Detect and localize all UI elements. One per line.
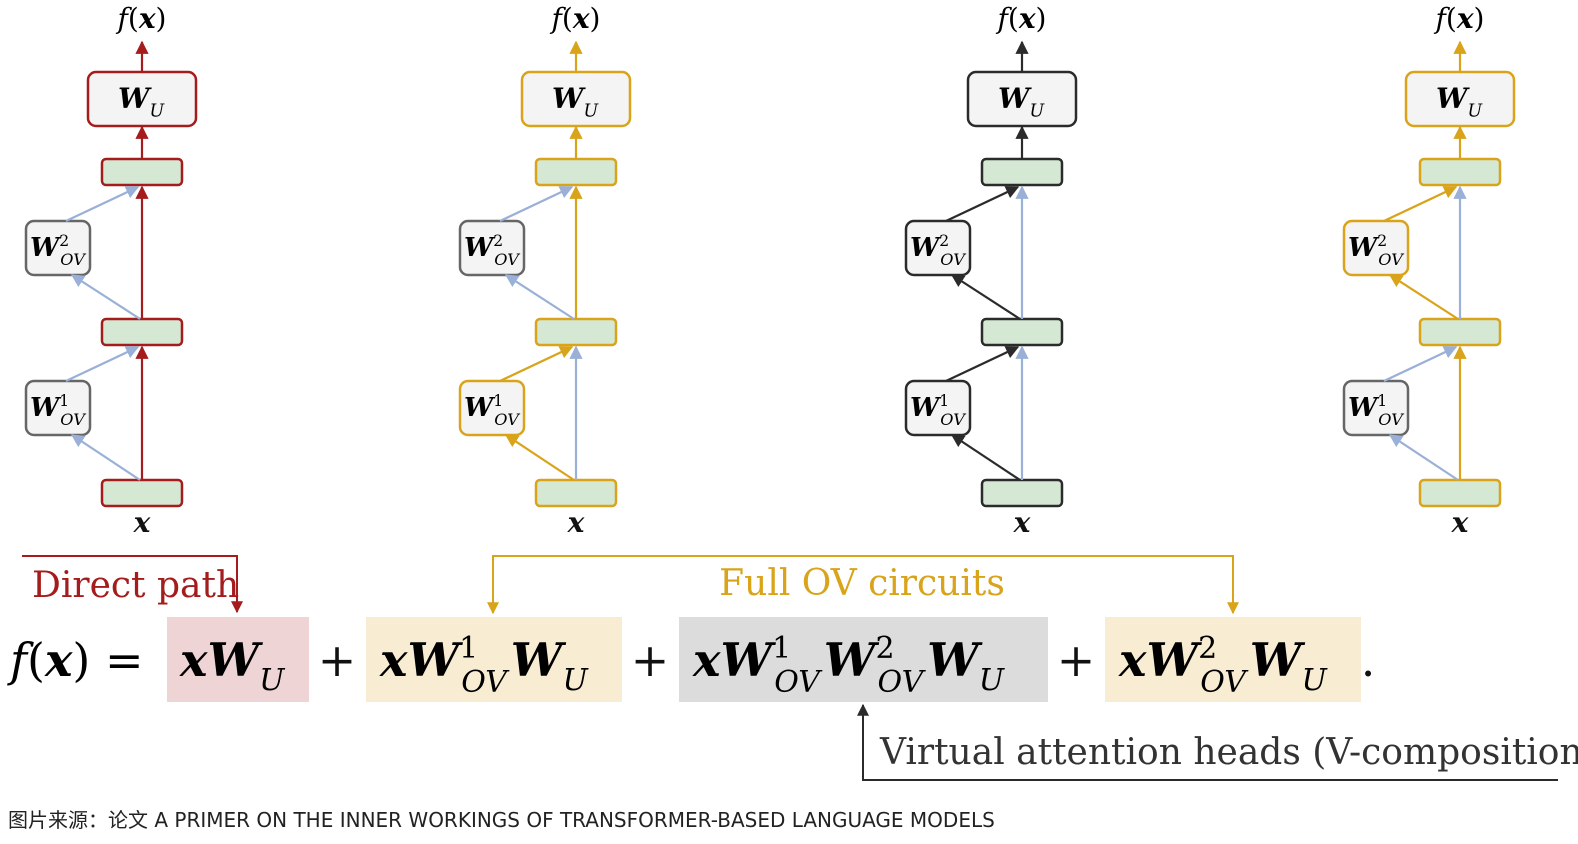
head1-write-arrow [945,346,1020,382]
head-ov2-box [1342,219,1410,277]
residual-block-mid [534,317,618,347]
residual-block-input [980,478,1064,508]
input-label: x [1013,506,1031,539]
residual-block-input [1418,478,1502,508]
direct-path-label: Direct path [32,565,239,606]
plus-3: + [1057,633,1096,687]
head1-read-arrow [504,434,575,481]
image-caption: 图片来源：论文 A PRIMER ON THE INNER WORKINGS O… [8,808,995,832]
residual-block-top [1418,157,1502,187]
input-label: x [133,506,151,539]
head-ov1-box [1342,379,1410,437]
residual-block-input [100,478,184,508]
head-ov2-box [904,219,972,277]
residual-block-mid [100,317,184,347]
residual-block-input [534,478,618,508]
direct-path-bracket [22,555,243,614]
output-label: f(x) [550,2,601,35]
full-ov-label: Full OV circuits [719,563,1005,604]
unembedding-label: WU [552,82,599,121]
output-label: f(x) [996,2,1047,35]
head-ov2-box [458,219,526,277]
head1-read-arrow [1388,434,1459,481]
unembedding-label: WU [1436,82,1483,121]
head2-read-arrow [1388,274,1459,320]
unembedding-label: WU [118,82,165,121]
term-ov2-bg [1105,617,1361,702]
term-direct-bg [167,617,309,702]
output-label: f(x) [1434,2,1485,35]
head2-write-arrow [945,186,1020,222]
head-ov1-box [24,379,92,437]
equation-period: . [1361,633,1376,687]
residual-block-top [100,157,184,187]
term-ov1-bg [366,617,622,702]
residual-block-top [534,157,618,187]
term-direct: xWU [179,633,286,698]
equation-lhs: f(x) = [7,633,144,687]
full-ov-bracket [492,555,1234,612]
head1-read-arrow [70,434,141,481]
residual-block-mid [980,317,1064,347]
input-label: x [567,506,585,539]
residual-block-mid [1418,317,1502,347]
unembedding-label: WU [998,82,1045,121]
head2-read-arrow [504,274,575,320]
head1-read-arrow [950,434,1021,481]
head2-write-arrow [1383,186,1458,222]
plus-2: + [631,633,670,687]
head-ov1-box [458,379,526,437]
plus-1: + [318,633,357,687]
term-virtual-bg [679,617,1048,702]
head1-write-arrow [65,346,140,382]
virtual-heads-bracket [857,703,1558,781]
head2-read-arrow [70,274,141,320]
head2-write-arrow [65,186,140,222]
virtual-heads-label: Virtual attention heads (V-composition) [879,732,1578,773]
head1-write-arrow [1383,346,1458,382]
head1-write-arrow [499,346,574,382]
input-label: x [1451,506,1469,539]
head2-read-arrow [950,274,1021,320]
head-ov2-box [24,219,92,277]
output-label: f(x) [116,2,167,35]
residual-block-top [980,157,1064,187]
head2-write-arrow [499,186,574,222]
head-ov1-box [904,379,972,437]
